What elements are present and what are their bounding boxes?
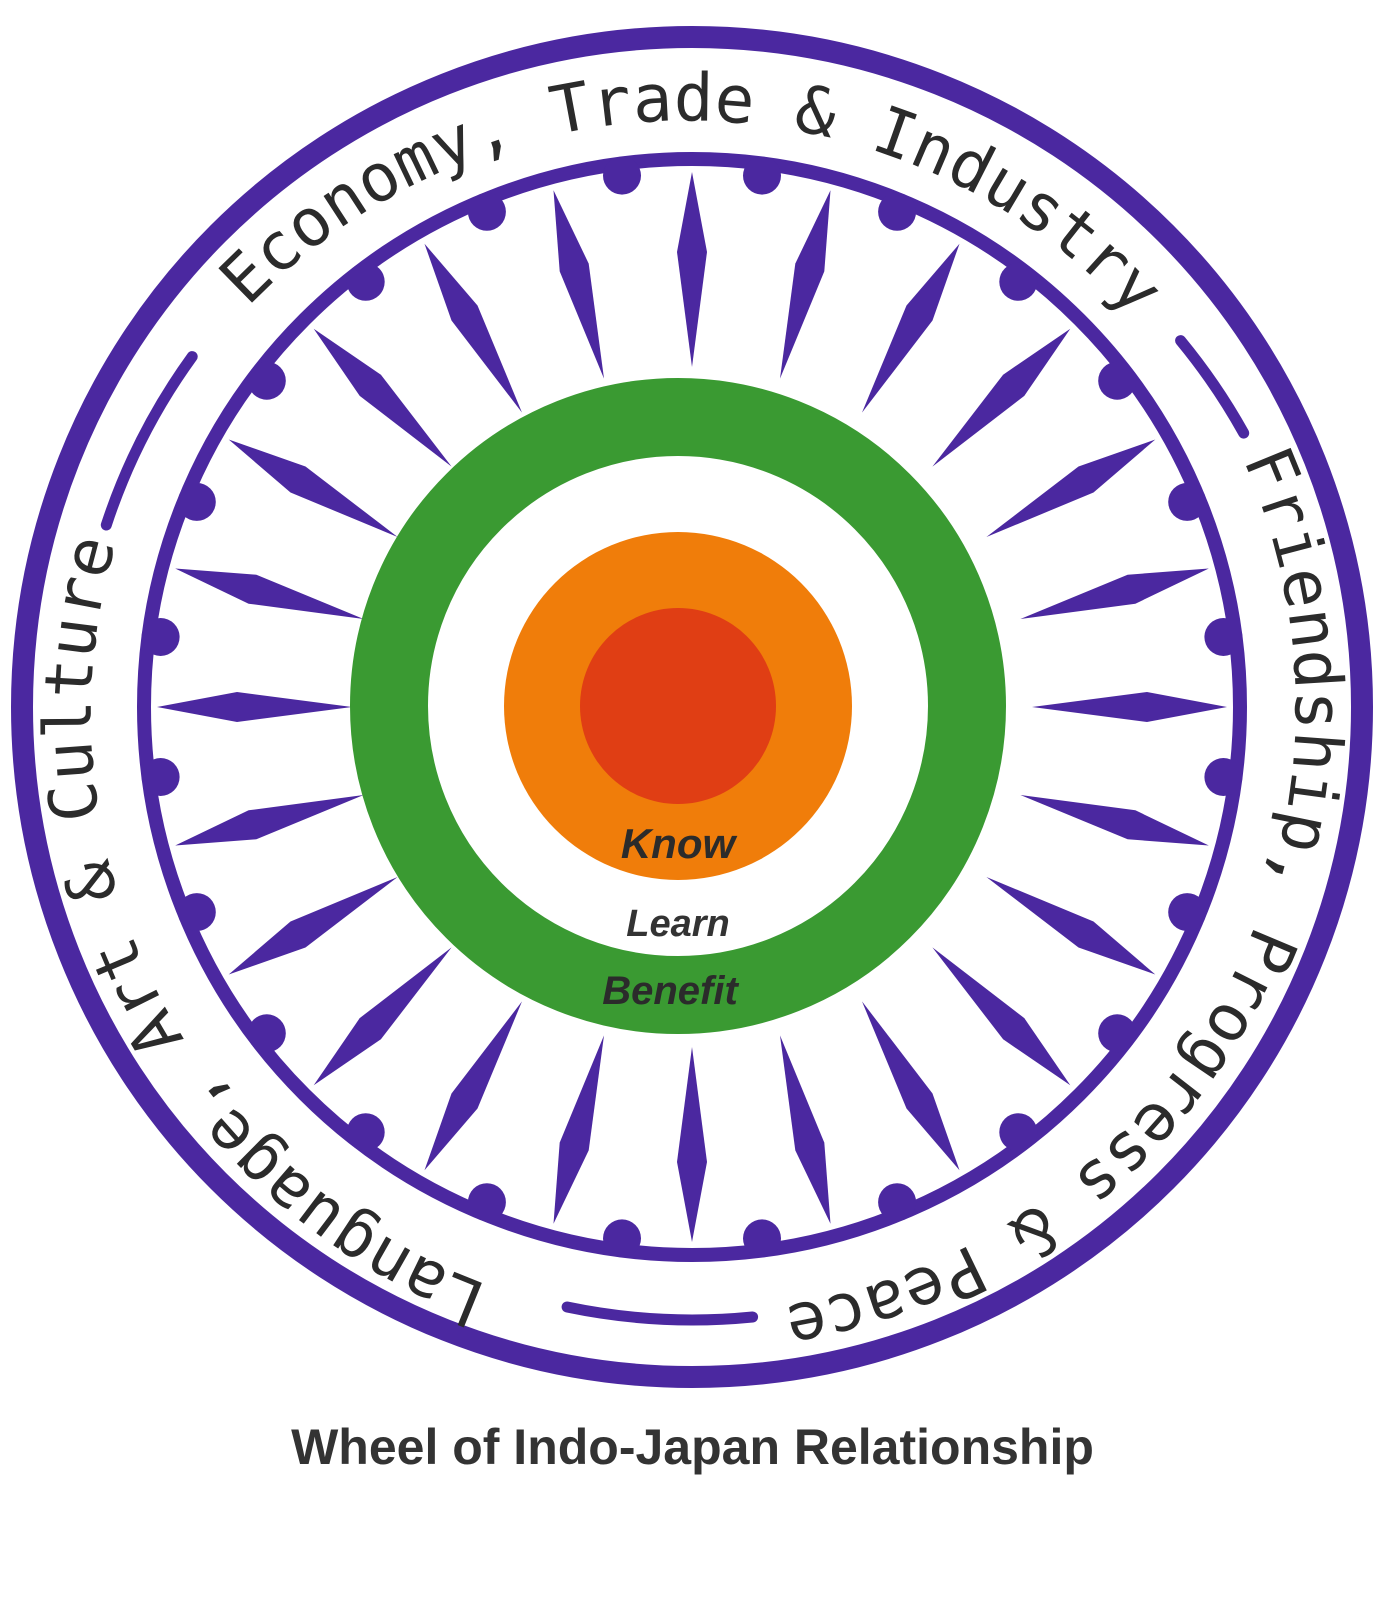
spoke [228, 877, 398, 975]
separator-dash-upper-left [100, 351, 198, 531]
spoke [175, 568, 364, 619]
center-label-learn: Learn [626, 903, 729, 945]
rim-bead [1168, 482, 1207, 521]
spoke [862, 243, 960, 413]
separator-dash-upper-right [1175, 335, 1250, 439]
spoke [1032, 692, 1227, 722]
rim-bead [177, 893, 216, 932]
spoke [553, 190, 604, 379]
rim-bead [878, 1183, 917, 1222]
rim-bead [141, 758, 180, 796]
rim-bead [1204, 758, 1243, 796]
rim-beads [141, 156, 1243, 1258]
center-label-know: Know [621, 820, 738, 867]
spoke [780, 1035, 831, 1224]
spoke [313, 328, 452, 467]
spoke [780, 190, 831, 379]
spoke [228, 439, 398, 537]
diagram-caption: Wheel of Indo-Japan Relationship [291, 1419, 1094, 1475]
inner-rim [137, 152, 1247, 1262]
green-ring [350, 378, 1006, 1034]
spoke [932, 328, 1071, 467]
spoke [157, 692, 352, 722]
spoke [677, 172, 707, 367]
rim-bead [247, 361, 286, 400]
rim-bead [141, 618, 180, 656]
spoke [677, 1047, 707, 1242]
rim-bead [247, 1014, 286, 1053]
spoke [986, 439, 1156, 537]
rim-bead [346, 1113, 385, 1152]
rim-bead [346, 262, 385, 301]
spoke [175, 795, 364, 846]
rim-bead [603, 156, 641, 195]
rim-bead [999, 1113, 1038, 1152]
rim-bead [1204, 618, 1243, 656]
rim-bead [743, 156, 781, 195]
spoke [932, 947, 1071, 1086]
rim-bead [467, 192, 506, 231]
spoke [424, 243, 522, 413]
rim-bead [1098, 361, 1137, 400]
spoke [862, 1001, 960, 1171]
outer-rim [11, 26, 1373, 1388]
wheel-spokes [157, 172, 1227, 1242]
spoke [1020, 568, 1209, 619]
spoke [1020, 795, 1209, 846]
spoke [986, 877, 1156, 975]
rim-bead [467, 1183, 506, 1222]
rim-bead [999, 262, 1038, 301]
rim-bead [1168, 893, 1207, 932]
spoke [313, 947, 452, 1086]
rim-bead [603, 1219, 641, 1258]
red-disc [580, 608, 776, 804]
rim-bead [878, 192, 917, 231]
center-label-benefit: Benefit [602, 969, 739, 1013]
separator-dash-bottom [561, 1301, 759, 1326]
rim-bead [177, 482, 216, 521]
spoke [424, 1001, 522, 1171]
spoke [553, 1035, 604, 1224]
rim-bead [743, 1219, 781, 1258]
rim-bead [1098, 1014, 1137, 1053]
